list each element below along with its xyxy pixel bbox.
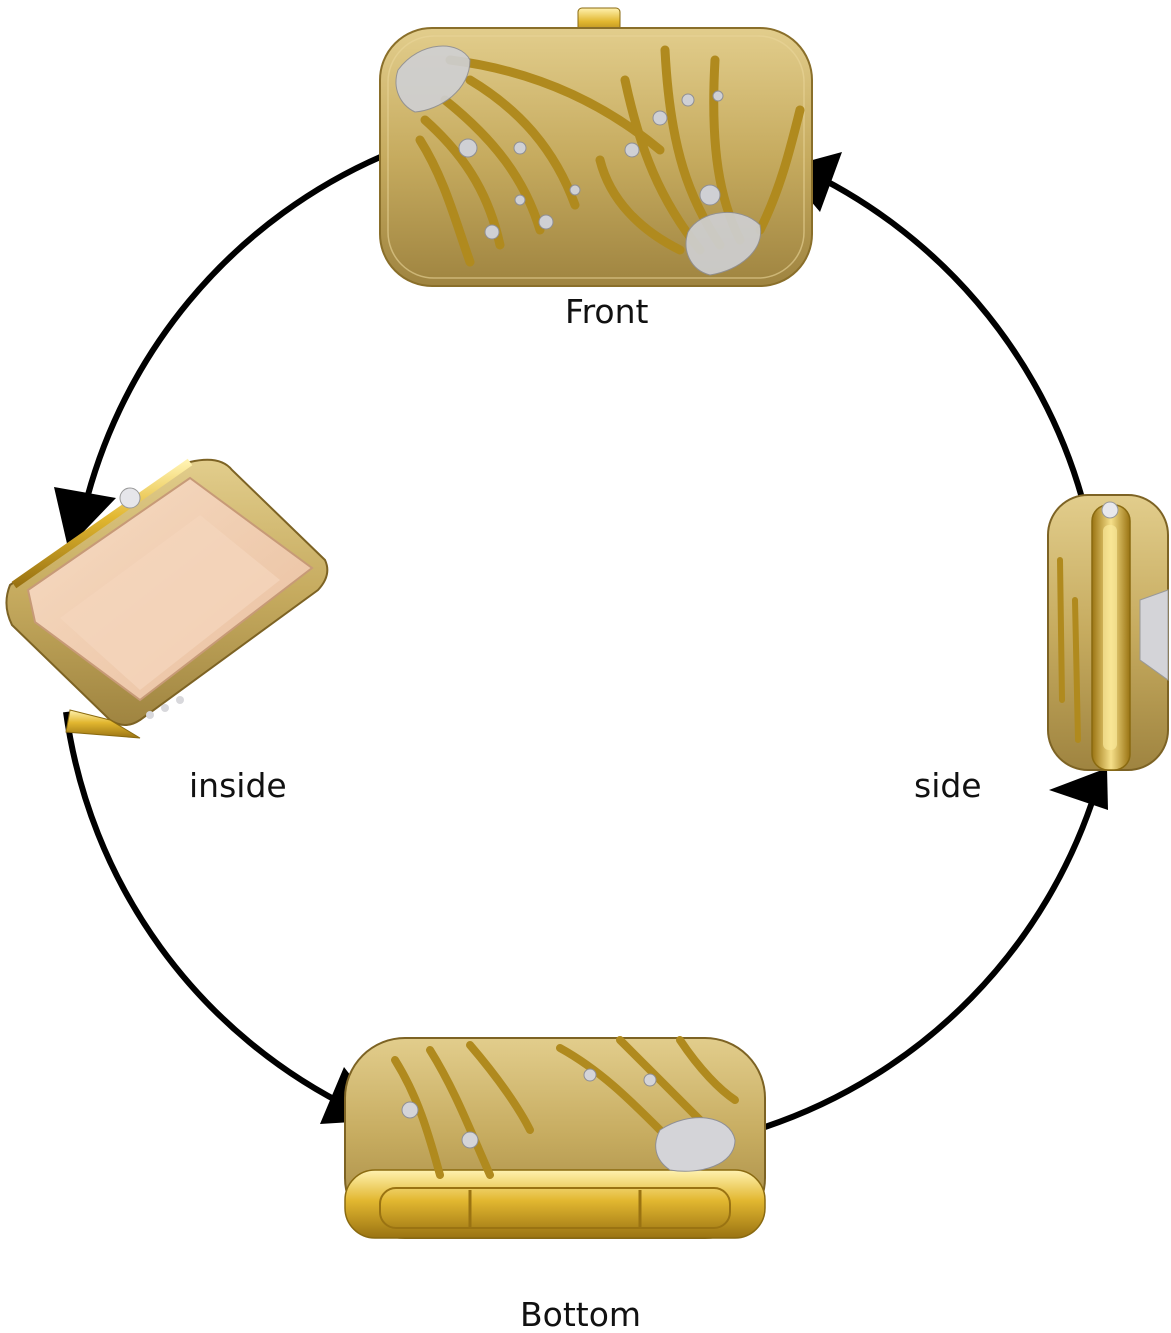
arrow-inside-to-bottom	[63, 711, 357, 1113]
arrowhead-side	[1049, 768, 1108, 810]
clutch-inside-image	[5, 458, 329, 739]
arrow-bottom-to-side	[764, 789, 1099, 1130]
clutch-bottom-image	[344, 1036, 766, 1239]
arrow-side-to-front	[798, 165, 1085, 499]
arrowhead-inside	[54, 487, 116, 548]
clutch-side-image	[1047, 494, 1169, 771]
clutch-front-image	[379, 7, 813, 287]
arrow-front-to-inside	[77, 149, 394, 529]
label-side: side	[914, 766, 982, 805]
label-bottom: Bottom	[520, 1295, 641, 1333]
rotation-arrows	[63, 149, 1099, 1130]
label-inside: inside	[189, 766, 287, 805]
label-front: Front	[565, 292, 649, 331]
